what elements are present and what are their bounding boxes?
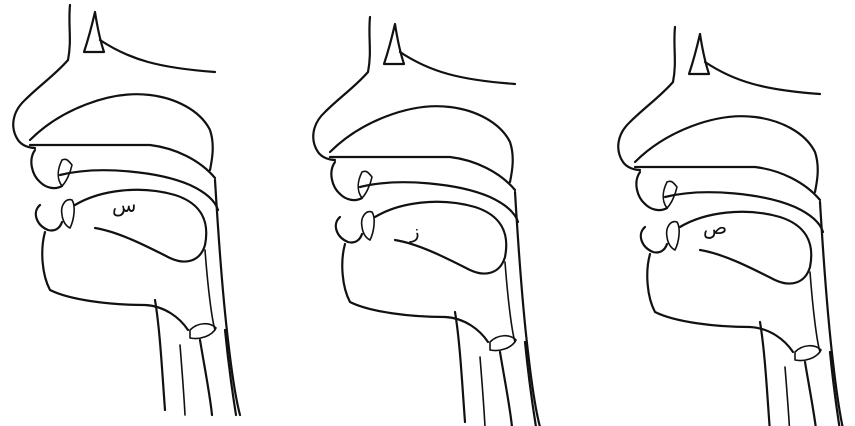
articulation-letter: س — [112, 193, 136, 217]
figure-3: ص — [618, 27, 845, 426]
vocal-tract-outline — [618, 27, 845, 426]
vocal-tract-outline — [313, 17, 540, 426]
articulation-letter: ز — [409, 219, 420, 243]
figure-2: ز — [313, 17, 540, 426]
figure-1: س — [13, 5, 240, 415]
articulation-letter: ص — [703, 215, 727, 239]
